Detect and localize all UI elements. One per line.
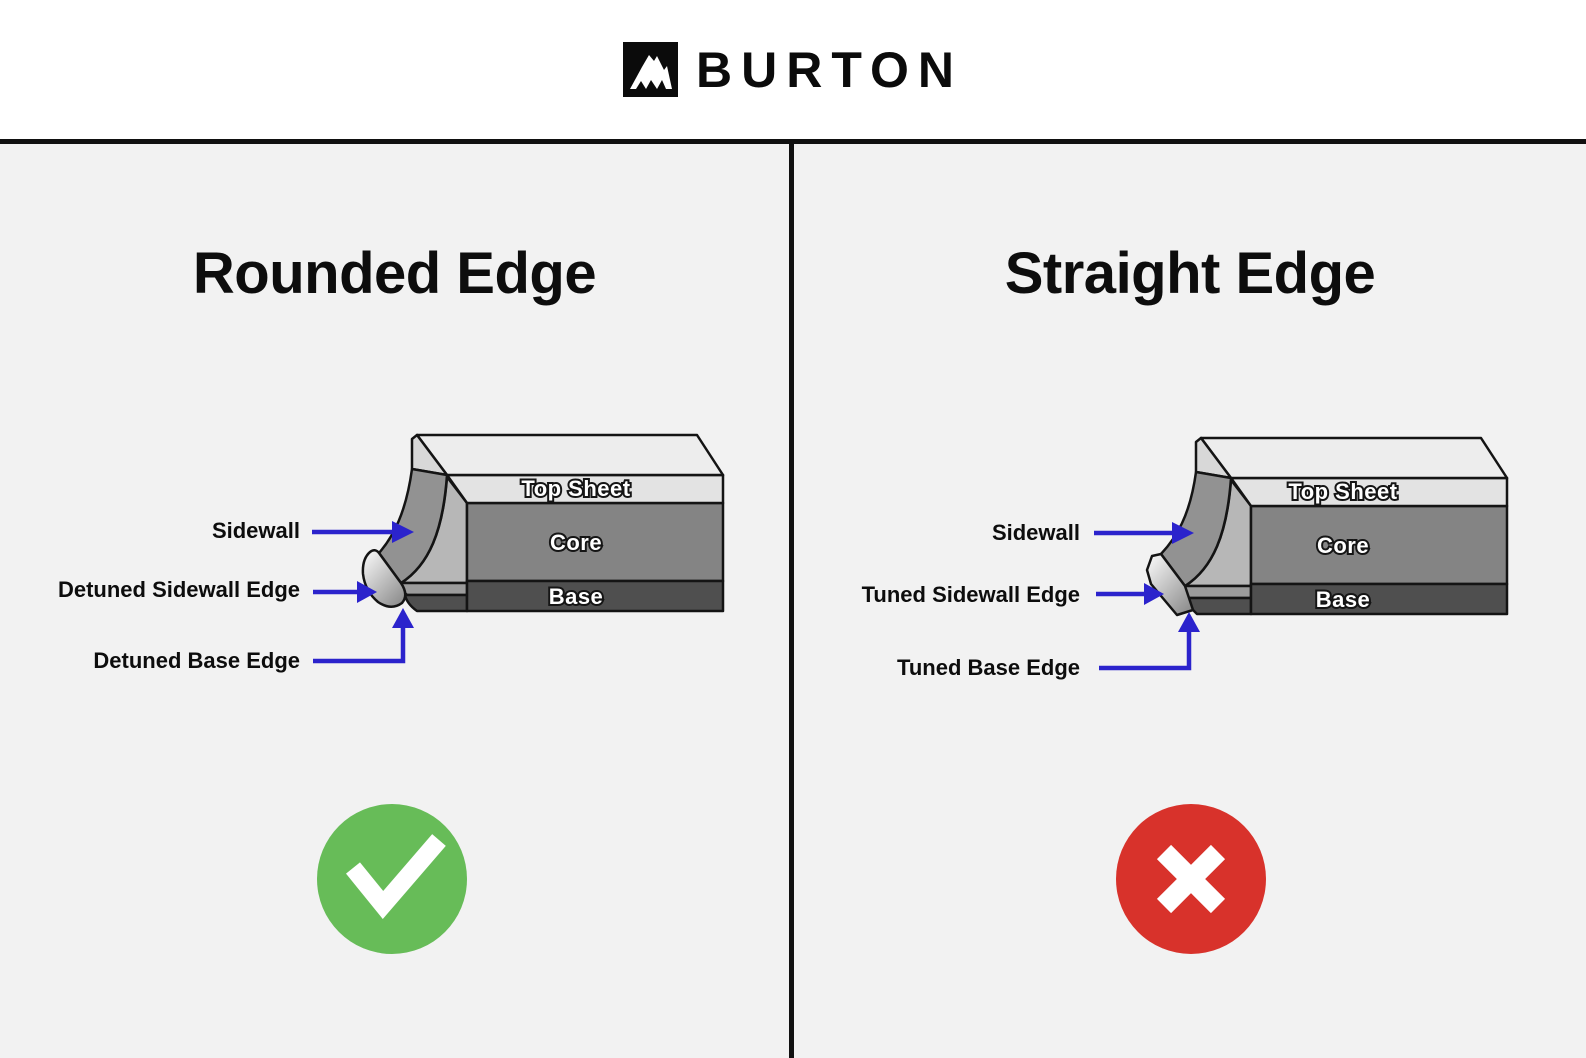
callout-sidewall-edge: Tuned Sidewall Edge	[861, 582, 1080, 607]
arrow-right-icon	[312, 521, 414, 543]
base-layer	[1249, 582, 1509, 616]
arrow-elbow-up-icon	[313, 608, 414, 664]
panel-rounded-edge: Rounded Edge Top Sheet	[0, 145, 789, 1058]
brand-wordmark: BURTON	[696, 42, 963, 98]
callout-base-edge: Tuned Base Edge	[897, 655, 1080, 680]
edge-step	[1181, 584, 1253, 600]
rounded-edge-diagram: Top Sheet Core Base	[361, 433, 725, 613]
layer-label-top-sheet: Top Sheet	[521, 476, 630, 501]
top-face	[415, 433, 725, 477]
panel-title-rounded: Rounded Edge	[192, 241, 597, 306]
arrow-right-icon	[1094, 522, 1194, 544]
x-rejected-icon	[1116, 804, 1266, 954]
top-face	[1199, 436, 1509, 480]
mountain-icon	[630, 55, 672, 89]
header: BURTON	[0, 0, 1586, 139]
check-approved-icon	[317, 804, 467, 954]
straight-metal-edge	[1145, 552, 1195, 617]
arrow-right-icon	[1096, 583, 1164, 605]
straight-edge-diagram: Top Sheet Core Base	[1145, 436, 1509, 617]
layer-label-base: Base	[1316, 587, 1371, 612]
panel-title-straight: Straight Edge	[1004, 241, 1376, 306]
layer-label-top-sheet: Top Sheet	[1288, 479, 1397, 504]
core-layer	[1249, 504, 1509, 586]
panel-straight-edge: Straight Edge Top Sheet	[794, 145, 1586, 1058]
callout-sidewall: Sidewall	[211, 518, 300, 543]
divider-vertical	[789, 139, 794, 1058]
layer-label-base: Base	[549, 584, 604, 609]
callout-sidewall-edge: Detuned Sidewall Edge	[57, 577, 300, 602]
callout-base-edge: Detuned Base Edge	[93, 648, 300, 673]
callout-sidewall: Sidewall	[991, 520, 1080, 545]
layer-label-core: Core	[1317, 533, 1369, 558]
layer-label-core: Core	[550, 530, 602, 555]
base-layer	[465, 579, 725, 613]
edge-step	[397, 581, 469, 597]
arrow-right-icon	[313, 581, 377, 603]
burton-logo	[623, 42, 678, 97]
arrow-elbow-up-icon	[1099, 612, 1200, 671]
